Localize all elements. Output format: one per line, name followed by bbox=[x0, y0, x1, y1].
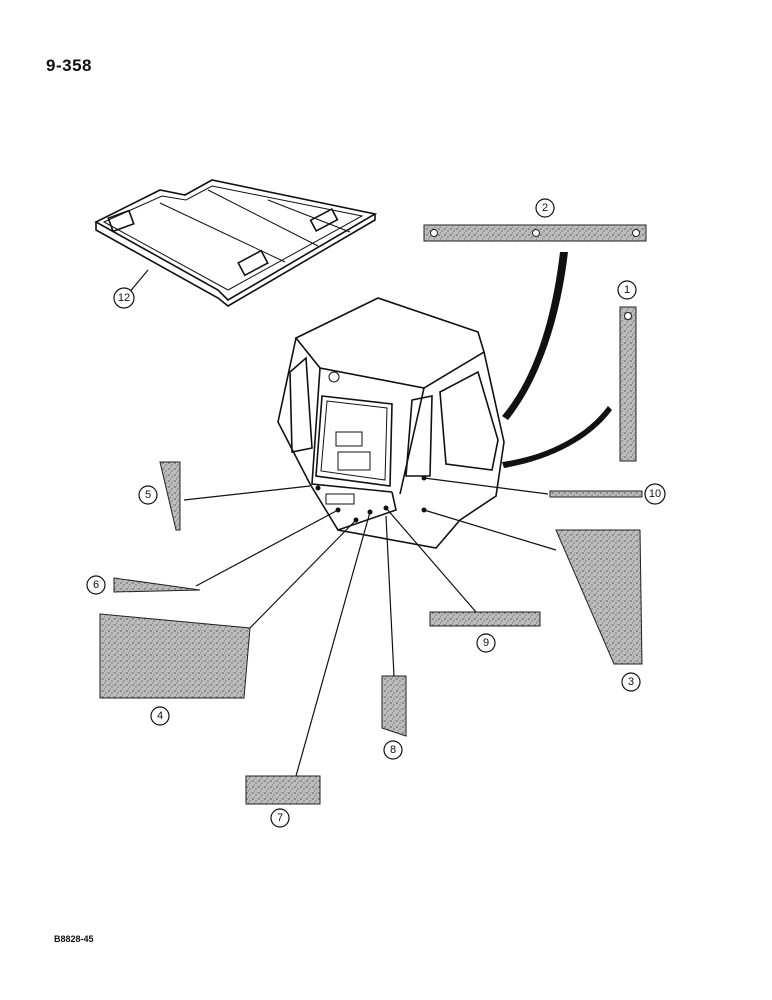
callout-4-label: 4 bbox=[157, 710, 163, 722]
callout-6: 6 bbox=[86, 575, 106, 595]
callout-2: 2 bbox=[535, 198, 555, 218]
insulation-part-3 bbox=[555, 529, 643, 665]
insulation-part-5 bbox=[159, 461, 181, 531]
callout-5-label: 5 bbox=[145, 489, 151, 501]
callout-8: 8 bbox=[383, 740, 403, 760]
callout-6-label: 6 bbox=[93, 579, 99, 591]
insulation-part-4 bbox=[99, 613, 251, 699]
callout-12-label: 12 bbox=[118, 292, 130, 304]
callout-4: 4 bbox=[150, 706, 170, 726]
figure-code: B8828-45 bbox=[54, 934, 94, 944]
callout-9-label: 9 bbox=[483, 637, 489, 649]
callout-7-label: 7 bbox=[277, 812, 283, 824]
callout-7: 7 bbox=[270, 808, 290, 828]
callout-1: 1 bbox=[617, 280, 637, 300]
insulation-part-1 bbox=[619, 306, 637, 462]
callout-2-label: 2 bbox=[542, 202, 548, 214]
page-number: 9-358 bbox=[46, 56, 92, 75]
callout-3: 3 bbox=[621, 672, 641, 692]
callout-9: 9 bbox=[476, 633, 496, 653]
roof-panel-part-12 bbox=[94, 179, 378, 307]
callout-10: 10 bbox=[644, 483, 666, 505]
leader-2 bbox=[502, 252, 568, 420]
insulation-part-6 bbox=[113, 577, 201, 593]
callout-3-label: 3 bbox=[628, 676, 634, 688]
insulation-part-7 bbox=[245, 775, 321, 805]
cab-assembly bbox=[277, 297, 505, 549]
callout-10-label: 10 bbox=[649, 488, 661, 500]
callout-5: 5 bbox=[138, 485, 158, 505]
insulation-part-8 bbox=[381, 675, 407, 737]
callout-1-label: 1 bbox=[624, 284, 630, 296]
callout-8-label: 8 bbox=[390, 744, 396, 756]
insulation-part-9 bbox=[429, 611, 541, 627]
callout-12: 12 bbox=[113, 287, 135, 309]
leader-1 bbox=[502, 406, 612, 468]
insulation-part-10 bbox=[549, 490, 643, 498]
